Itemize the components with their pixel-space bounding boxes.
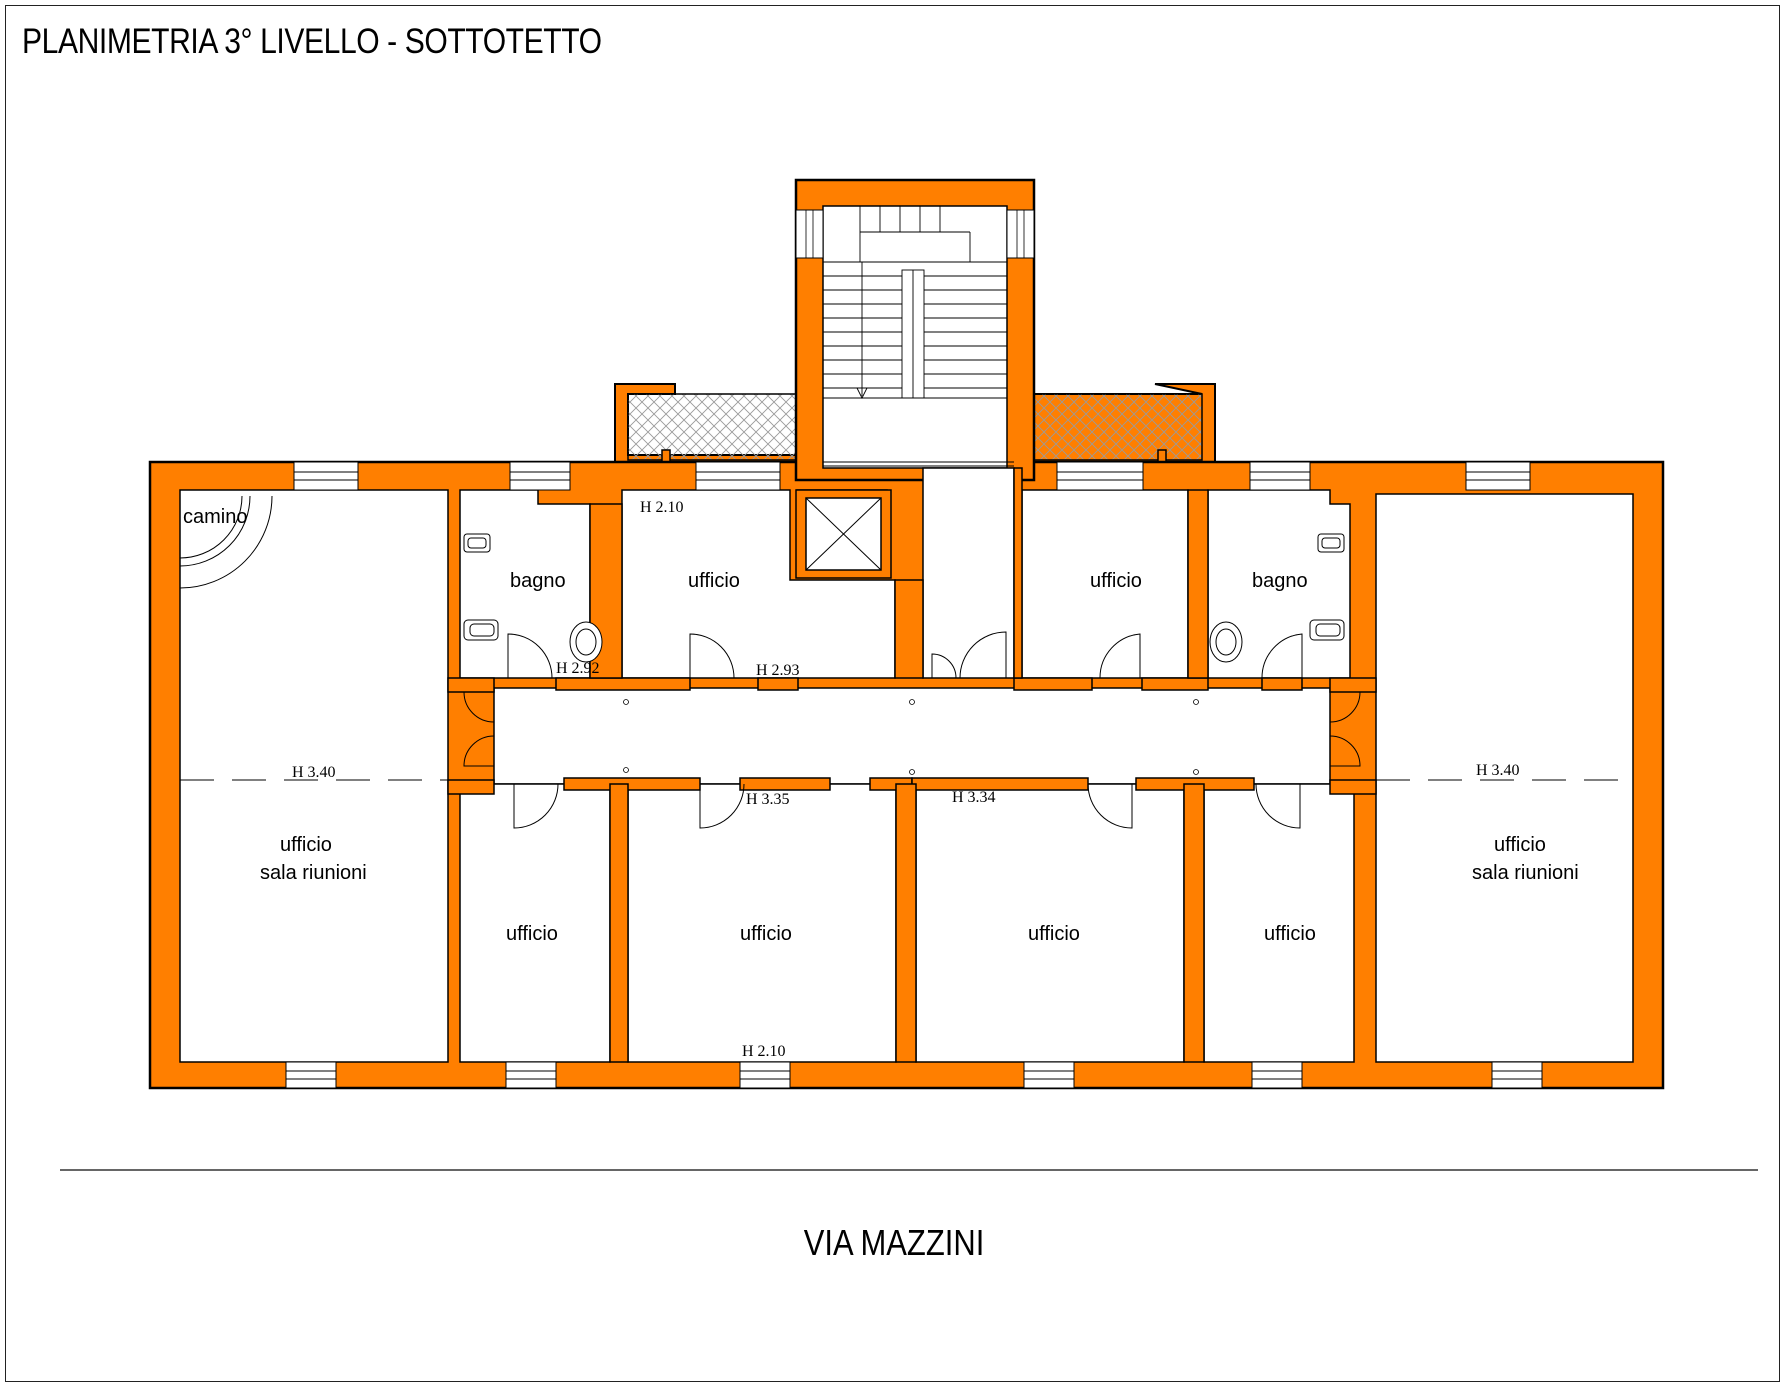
room-label-bagno-right: bagno: [1252, 570, 1308, 592]
height-label: H 3.40: [1476, 762, 1520, 779]
street-name: VIA MAZZINI: [804, 1222, 985, 1263]
doors: [463, 631, 1361, 829]
room-label-ufficio-b3: ufficio: [1028, 923, 1080, 945]
room-label-sala-riunioni-left: sala riunioni: [260, 862, 367, 884]
height-label: H 3.34: [952, 789, 996, 806]
room-label-ufficio-b1: ufficio: [506, 923, 558, 945]
room-interiors: [179, 467, 1634, 1063]
room-label-ufficio-top-mid: ufficio: [688, 570, 740, 592]
height-label: H 2.93: [756, 662, 800, 679]
drawing-frame: [5, 5, 1780, 1382]
fireplace: [179, 495, 273, 589]
corridor-markers: [623, 699, 1199, 775]
room-label-sala-riunioni-right: sala riunioni: [1472, 862, 1579, 884]
elevator: [795, 489, 892, 579]
drawing-title: PLANIMETRIA 3° LIVELLO - SOTTOTETTO: [22, 22, 602, 61]
height-label: H 3.35: [746, 791, 790, 808]
room-label-ufficio-top-right: ufficio: [1090, 570, 1142, 592]
room-label-ufficio-big-right: ufficio: [1494, 834, 1546, 856]
height-label: H 3.40: [292, 764, 336, 781]
windows: [285, 461, 1543, 1089]
balcony-left: [614, 383, 801, 471]
room-label-ufficio-big-left: ufficio: [280, 834, 332, 856]
interior-walls: [447, 467, 1377, 1063]
room-label-ufficio-b2: ufficio: [740, 923, 792, 945]
height-label: H 2.10: [640, 499, 684, 516]
sanitary-fixtures: [463, 533, 1345, 663]
staircase: [823, 206, 1014, 467]
balcony-right: [1029, 383, 1216, 471]
room-label-ufficio-b4: ufficio: [1264, 923, 1316, 945]
room-label-bagno-left: bagno: [510, 570, 566, 592]
room-label-camino: camino: [183, 506, 247, 528]
height-label: H 2.92: [556, 660, 600, 677]
height-label: H 2.10: [742, 1043, 786, 1060]
